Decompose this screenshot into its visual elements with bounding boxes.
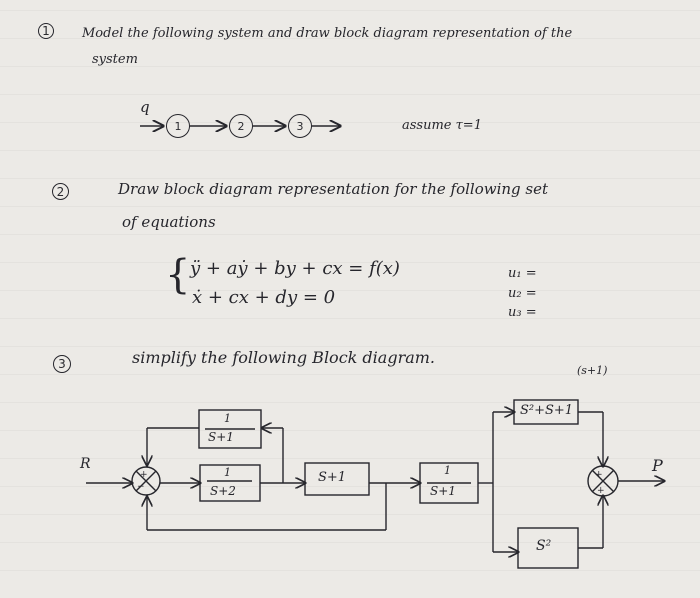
state-u3: u₃ = xyxy=(508,305,537,320)
svg-text:−: − xyxy=(137,482,145,492)
svg-text:+: + xyxy=(597,486,605,496)
question-3-text: simplify the following Block diagram. xyxy=(132,348,436,367)
question-3-note: (s+1) xyxy=(577,364,608,377)
block-3: S+1 xyxy=(318,470,347,485)
block-2-num: 1 xyxy=(224,466,231,479)
question-2-text-line2: of equations xyxy=(122,213,216,231)
svg-text:+: + xyxy=(140,470,148,480)
block-4-den: S+1 xyxy=(430,484,456,498)
equation-brace: { xyxy=(165,252,191,298)
assumption-text: assume τ=1 xyxy=(402,118,482,133)
block-5: S²+S+1 xyxy=(520,403,574,418)
block-6: S² xyxy=(536,538,552,554)
tank-3: 3 xyxy=(288,114,312,138)
svg-text:+: + xyxy=(595,470,603,480)
state-u1: u₁ = xyxy=(508,266,537,281)
question-3-number: 3 xyxy=(53,355,71,373)
question-1-number: 1 xyxy=(38,23,54,39)
question-1-text-line1: Model the following system and draw bloc… xyxy=(82,26,573,41)
tank-2: 2 xyxy=(229,114,253,138)
block-2-den: S+2 xyxy=(210,484,236,498)
block-4-num: 1 xyxy=(444,464,451,477)
output-label-P: P xyxy=(652,456,663,475)
block-1-den: S+1 xyxy=(208,430,234,444)
question-1-text-line2: system xyxy=(92,52,138,67)
input-label-R: R xyxy=(80,456,91,472)
tank-1: 1 xyxy=(166,114,190,138)
equation-1: ÿ + aẏ + by + cx = f(x) xyxy=(190,258,400,279)
question-2-text-line1: Draw block diagram representation for th… xyxy=(118,180,549,198)
state-u2: u₂ = xyxy=(508,286,537,301)
flow-label: q xyxy=(140,98,150,116)
question-2-number: 2 xyxy=(52,183,69,200)
block-1-num: 1 xyxy=(224,412,231,425)
equation-2: ẋ + cx + dy = 0 xyxy=(192,287,336,308)
